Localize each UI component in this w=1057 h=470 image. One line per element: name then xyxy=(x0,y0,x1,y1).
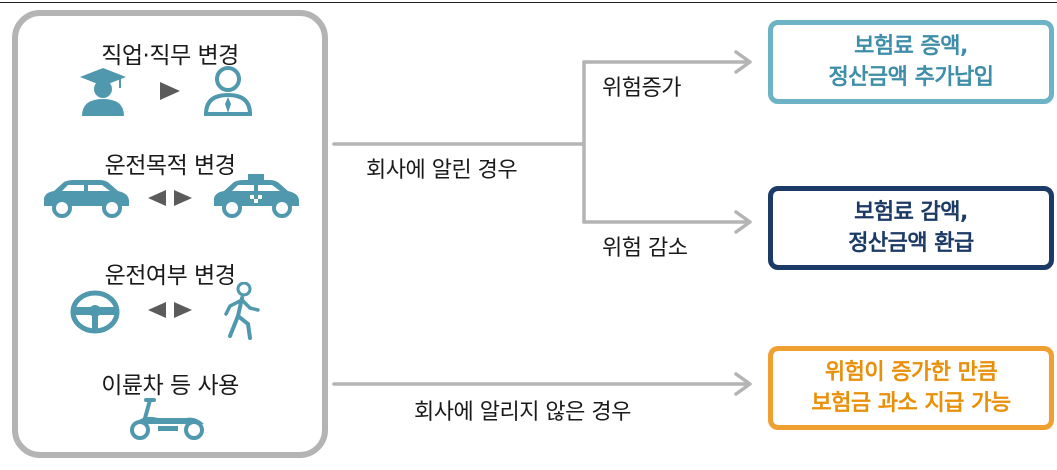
not-notified-arrowhead xyxy=(734,372,752,396)
category-label-job-change: 직업·직무 변경 xyxy=(101,43,239,69)
outcome-premium-decrease: 보험료 감액, 정산금액 환급 xyxy=(768,186,1054,270)
bidirectional-arrows-icon xyxy=(148,302,192,318)
office-worker-icon xyxy=(203,66,253,116)
graduate-person-icon xyxy=(80,68,126,116)
outcome-line: 보험금 과소 지급 가능 xyxy=(811,391,1011,416)
decrease-arrowhead xyxy=(734,210,752,234)
increase-arrowhead xyxy=(734,50,752,74)
walking-person-icon xyxy=(224,282,260,340)
outcome-premium-increase: 보험료 증액, 정산금액 추가납입 xyxy=(768,20,1054,104)
outcome-line: 보험료 감액, xyxy=(854,200,968,225)
top-rule xyxy=(0,2,1057,3)
outcome-line: 위험이 증가한 만큼 xyxy=(824,360,998,385)
risk-increase-label: 위험증가 xyxy=(602,76,681,101)
outcome-line: 정산금액 환급 xyxy=(848,231,974,256)
bidirectional-arrows-icon xyxy=(148,190,192,206)
change-category-panel xyxy=(12,10,328,458)
notified-label: 회사에 알린 경우 xyxy=(366,158,518,183)
outcome-underpayment: 위험이 증가한 만큼 보험금 과소 지급 가능 xyxy=(768,346,1054,430)
category-label-two-wheeler: 이륜차 등 사용 xyxy=(101,373,239,399)
category-label-driving-status: 운전여부 변경 xyxy=(104,263,236,289)
not-notified-label: 회사에 알리지 않은 경우 xyxy=(414,400,631,425)
category-label-driving-purpose: 운전목적 변경 xyxy=(104,153,236,179)
passenger-car-icon xyxy=(44,180,129,218)
taxi-icon xyxy=(214,174,299,218)
outcome-line: 정산금액 추가납입 xyxy=(828,65,994,90)
outcome-line: 보험료 증액, xyxy=(854,34,968,59)
scooter-icon xyxy=(130,398,204,440)
risk-decrease-label: 위험 감소 xyxy=(602,236,688,261)
triangle-right-icon xyxy=(160,82,180,100)
steering-wheel-icon xyxy=(70,290,120,334)
